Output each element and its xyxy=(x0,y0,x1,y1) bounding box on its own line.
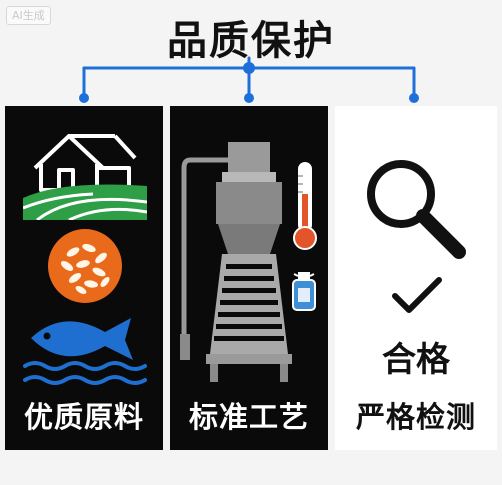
panel-label-strict-inspection: 严格检测 xyxy=(355,400,476,434)
panel-raw-materials: 优质原料 xyxy=(5,106,163,450)
connector-bracket xyxy=(79,56,419,103)
conveyor-machine-icon xyxy=(180,142,292,382)
panel-label-raw-materials: 优质原料 xyxy=(23,400,144,434)
diagram-title: 品质保护 xyxy=(167,18,335,64)
fish-icon xyxy=(23,318,147,385)
sample-bottle-icon xyxy=(292,272,316,311)
farm-house-icon xyxy=(23,134,147,220)
pass-label: 合格 xyxy=(382,340,450,380)
ai-generated-watermark: AI生成 xyxy=(6,6,51,25)
rice-grain-icon xyxy=(48,229,122,303)
panel-label-standard-process: 标准工艺 xyxy=(188,400,309,434)
magnifier-icon xyxy=(367,160,466,259)
checkmark-icon xyxy=(392,277,442,313)
panel-standard-process: 标准工艺 xyxy=(170,106,328,450)
panel-strict-inspection: 合格 严格检测 xyxy=(335,106,497,450)
thermometer-icon xyxy=(293,162,317,250)
